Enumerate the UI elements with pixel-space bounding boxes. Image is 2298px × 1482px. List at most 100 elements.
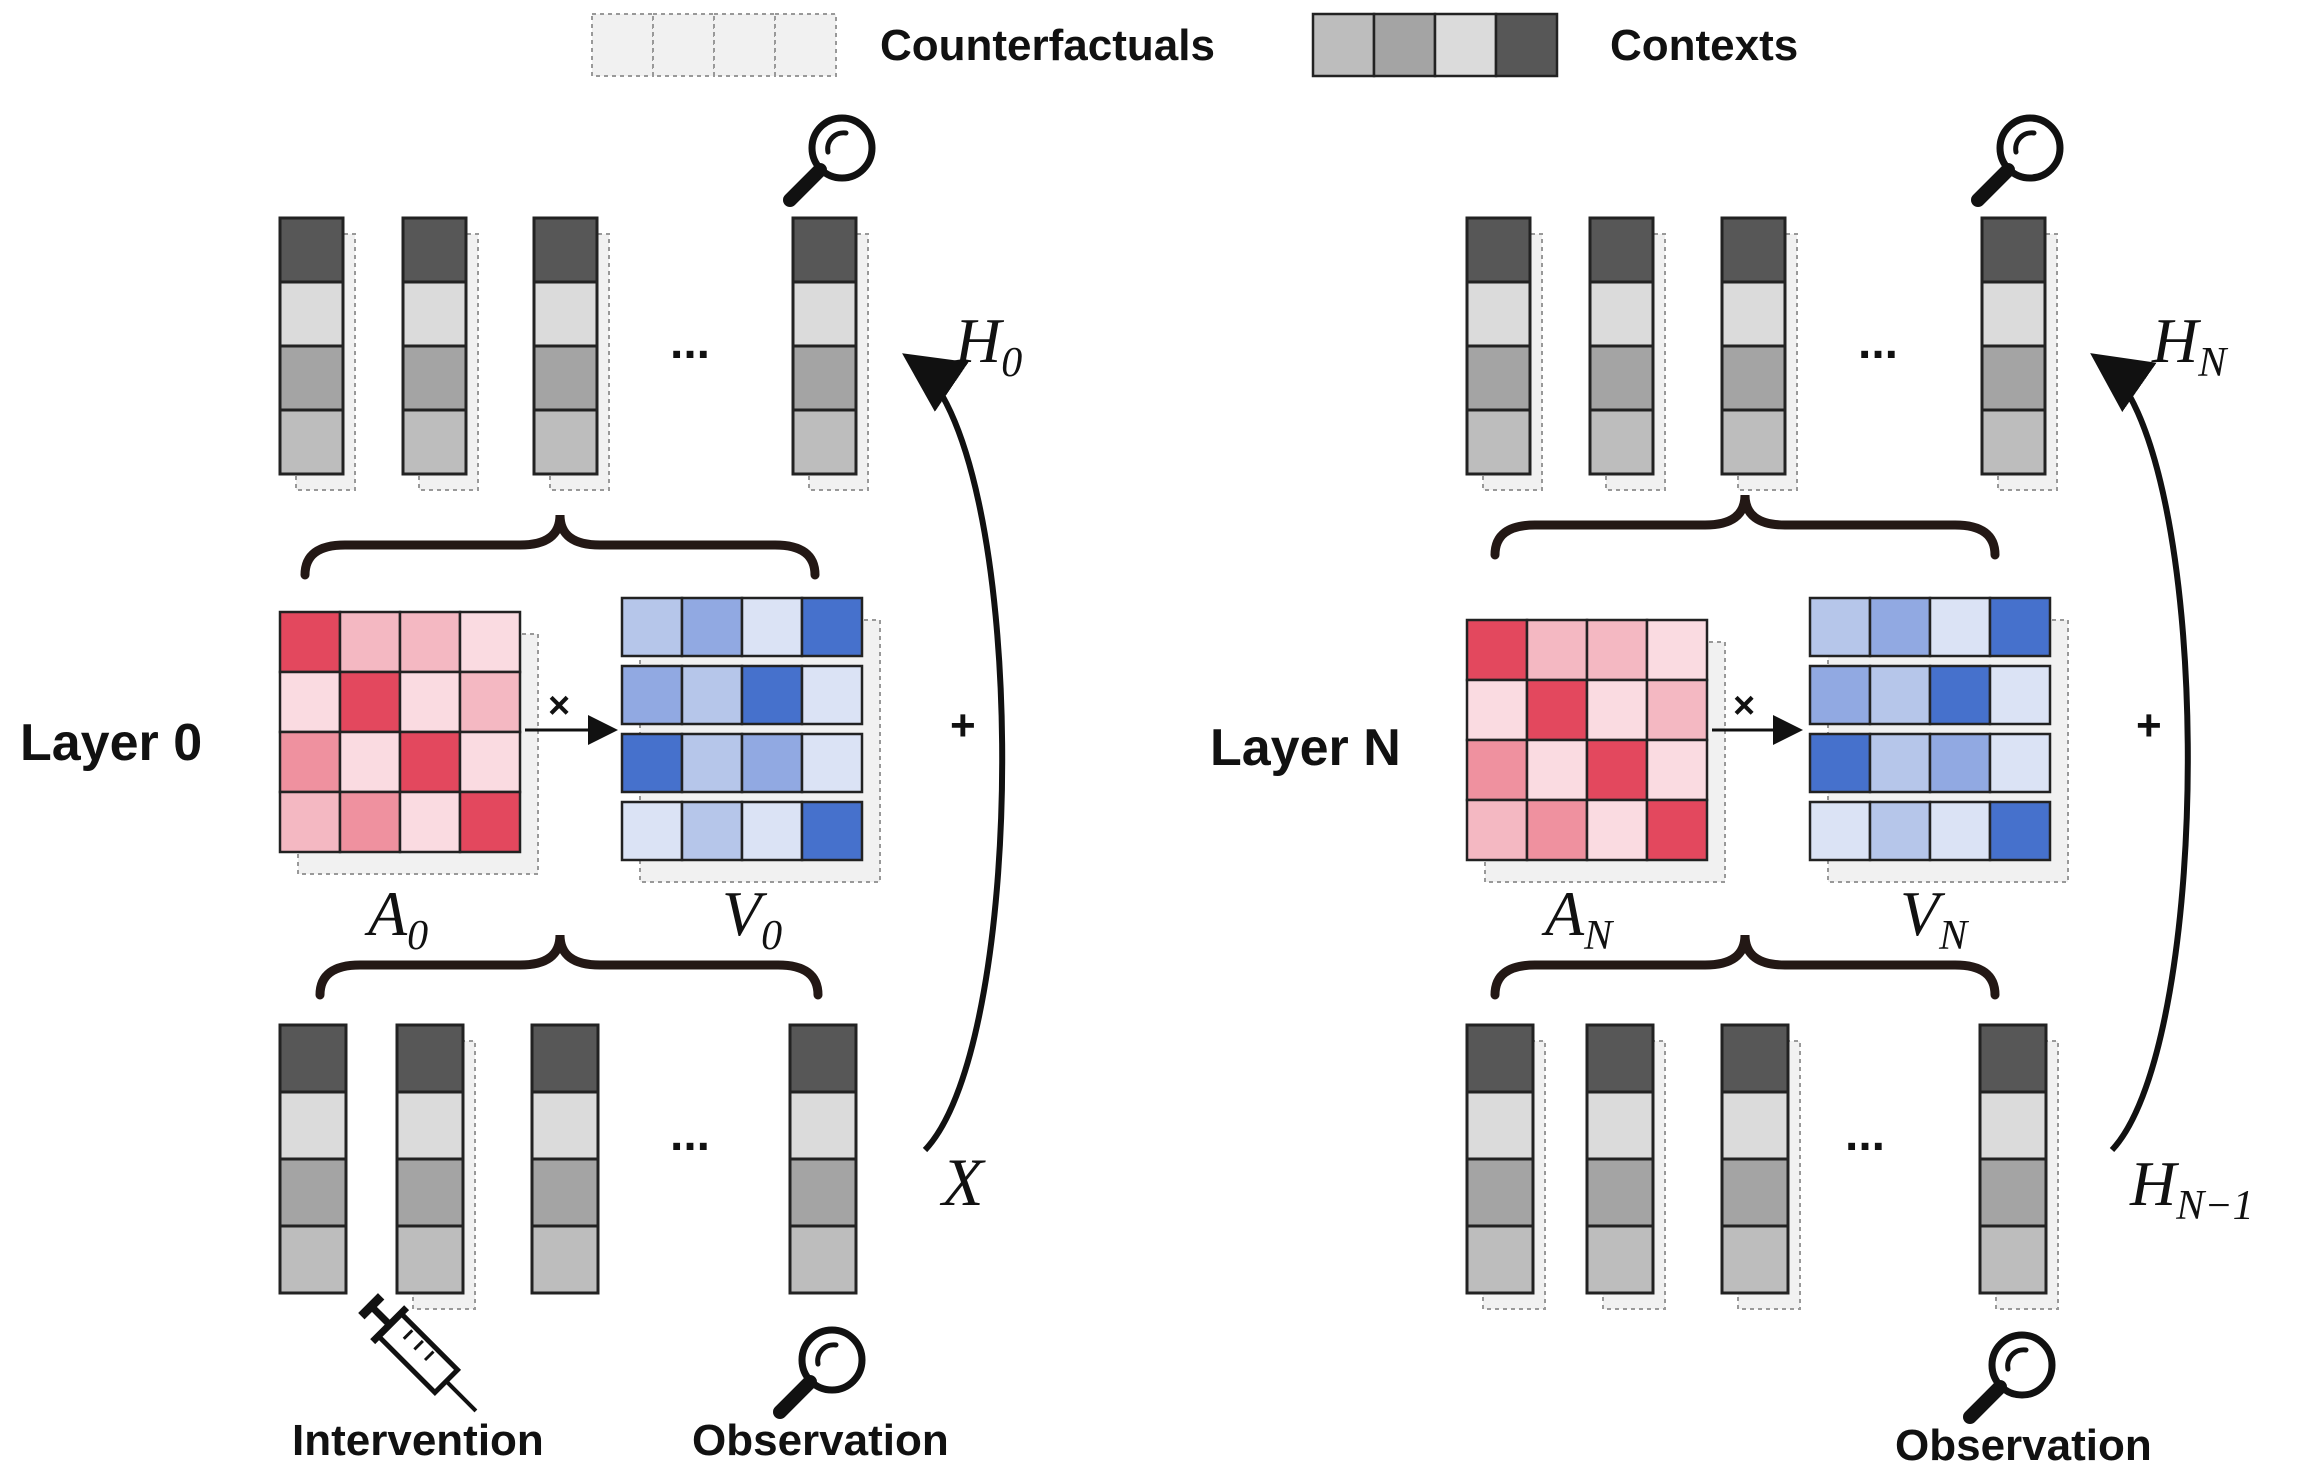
matrix-cell bbox=[1585, 618, 1649, 682]
token-cell bbox=[1585, 1090, 1655, 1161]
token-column bbox=[1720, 1023, 1801, 1310]
counterfactual-swatch-cell bbox=[591, 13, 654, 77]
matrix-cell bbox=[1585, 738, 1649, 802]
layer-n-plus-symbol: + bbox=[2136, 701, 2162, 750]
matrix-cell bbox=[458, 730, 522, 794]
matrix-cell bbox=[1808, 800, 1872, 862]
token-cell bbox=[788, 1023, 858, 1094]
token-cell bbox=[1980, 280, 2047, 348]
layer-0-output-tokens bbox=[278, 216, 869, 491]
layer-0-attention-label: A0 bbox=[364, 878, 428, 959]
token-column bbox=[1465, 1023, 1546, 1310]
matrix-cell bbox=[1645, 798, 1709, 862]
matrix-cell bbox=[800, 596, 864, 658]
matrix-cell bbox=[680, 596, 744, 658]
token-cell bbox=[532, 216, 599, 284]
token-cell bbox=[1720, 280, 1787, 348]
matrix-cell bbox=[398, 670, 462, 734]
token-cell bbox=[395, 1157, 465, 1228]
layer-0-input-label: X bbox=[939, 1144, 986, 1220]
layer-n-value-letter: V bbox=[1900, 878, 1946, 949]
matrix-cell bbox=[338, 670, 402, 734]
token-cell bbox=[791, 408, 858, 476]
matrix-cell bbox=[1928, 800, 1992, 862]
layer-0-residual-arrow bbox=[902, 353, 1006, 1153]
token-cell bbox=[278, 1224, 348, 1295]
token-column bbox=[530, 1023, 600, 1295]
token-cell bbox=[278, 280, 345, 348]
token-cell bbox=[1978, 1224, 2048, 1295]
token-cell bbox=[1465, 280, 1532, 348]
layer-n-times-symbol: × bbox=[1733, 685, 1755, 727]
context-swatch-cell bbox=[1372, 12, 1437, 78]
token-cell bbox=[530, 1090, 600, 1161]
layer-0-observation-label: Observation bbox=[692, 1416, 949, 1465]
layer-n-attention-letter: A bbox=[1541, 878, 1585, 949]
matrix-cell bbox=[1928, 732, 1992, 794]
matrix-cell bbox=[680, 800, 744, 862]
layer-0-attention-matrix bbox=[278, 610, 539, 875]
token-cell bbox=[278, 1023, 348, 1094]
token-cell bbox=[395, 1090, 465, 1161]
layer-0-times-symbol: × bbox=[548, 685, 570, 727]
matrix-cell bbox=[1928, 596, 1992, 658]
token-column bbox=[1588, 216, 1666, 491]
layer-0-output-subscript: 0 bbox=[1001, 340, 1022, 386]
token-column bbox=[1978, 1023, 2059, 1310]
matrix-cell bbox=[800, 732, 864, 794]
token-cell bbox=[1980, 216, 2047, 284]
token-cell bbox=[791, 216, 858, 284]
token-cell bbox=[1978, 1157, 2048, 1228]
matrix-cell bbox=[1465, 678, 1529, 742]
layer-0-bottom-brace bbox=[315, 934, 823, 1000]
layer-0-bottom-ellipsis: ... bbox=[670, 1108, 710, 1161]
token-cell bbox=[1588, 216, 1655, 284]
matrix-cell bbox=[1465, 618, 1529, 682]
matrix-cell bbox=[1645, 678, 1709, 742]
token-cell bbox=[1720, 1157, 1790, 1228]
magnifier-icon bbox=[773, 1326, 866, 1419]
token-cell bbox=[530, 1023, 600, 1094]
token-cell bbox=[278, 1157, 348, 1228]
matrix-cell bbox=[740, 664, 804, 726]
token-cell bbox=[791, 280, 858, 348]
token-cell bbox=[530, 1157, 600, 1228]
counterfactuals-legend-label: Counterfactuals bbox=[880, 21, 1215, 70]
layer-n-attention-matrix bbox=[1465, 618, 1726, 883]
matrix-cell bbox=[740, 800, 804, 862]
context-swatch-cell bbox=[1494, 12, 1559, 78]
layer-0-value-label: V0 bbox=[722, 878, 782, 959]
token-cell bbox=[1465, 1023, 1535, 1094]
token-cell bbox=[1720, 1224, 1790, 1295]
token-cell bbox=[1465, 1224, 1535, 1295]
matrix-cell bbox=[1868, 596, 1932, 658]
matrix-cell bbox=[1928, 664, 1992, 726]
layer-0-value-letter: V bbox=[722, 878, 768, 949]
token-column bbox=[791, 216, 869, 491]
layer-n-output-tokens bbox=[1465, 216, 2058, 491]
matrix-cell bbox=[1808, 664, 1872, 726]
matrix-cell bbox=[458, 610, 522, 674]
layer-0-input-tokens bbox=[278, 1023, 858, 1310]
layer-0-top-brace bbox=[300, 514, 820, 580]
token-cell bbox=[401, 408, 468, 476]
token-cell bbox=[278, 1090, 348, 1161]
layer-n-attention-subscript: N bbox=[1583, 913, 1614, 959]
token-column bbox=[278, 1023, 348, 1295]
token-cell bbox=[1588, 280, 1655, 348]
matrix-cell bbox=[800, 664, 864, 726]
layer-n-panel: Layer N × AN VN ... ... + HN HN−1 Observ… bbox=[1210, 114, 2254, 1470]
matrix-cell bbox=[458, 790, 522, 854]
token-cell bbox=[1465, 344, 1532, 412]
magnifier-icon bbox=[1971, 114, 2064, 207]
layer-n-output-subscript: N bbox=[2197, 340, 2228, 386]
matrix-cell bbox=[1808, 596, 1872, 658]
matrix-cell bbox=[338, 610, 402, 674]
token-cell bbox=[1980, 344, 2047, 412]
matrix-cell bbox=[620, 800, 684, 862]
matrix-cell bbox=[1465, 798, 1529, 862]
matrix-cell bbox=[680, 732, 744, 794]
token-cell bbox=[1588, 344, 1655, 412]
matrix-cell bbox=[338, 790, 402, 854]
